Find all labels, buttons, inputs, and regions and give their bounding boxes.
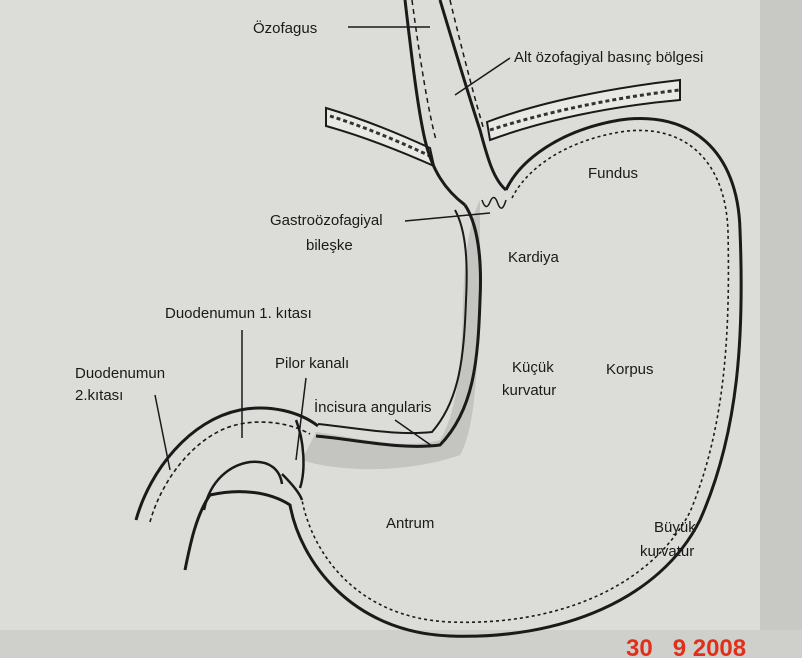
label-ge-junction-line2: bileşke [306, 237, 353, 254]
page-shadow-right [760, 0, 802, 658]
label-lesser-curvature-line1: Küçük [512, 359, 554, 376]
label-ge-junction-line1: Gastroözofagiyal [270, 212, 383, 229]
label-lower-esophageal-pressure-zone: Alt özofagiyal basınç bölgesi [514, 49, 703, 66]
label-angular-incisure: İncisura angularis [314, 398, 432, 416]
label-lesser-curvature-line2: kurvatur [502, 382, 556, 399]
label-pyloric-canal: Pilor kanalı [275, 355, 349, 372]
label-duodenum-second-line2: 2.kıtası [75, 387, 123, 404]
label-cardia: Kardiya [508, 249, 560, 266]
label-esophagus: Özofagus [253, 19, 317, 37]
label-antrum: Antrum [386, 515, 434, 532]
label-fundus: Fundus [588, 165, 638, 182]
date-stamp: 30 9 2008 [626, 635, 746, 658]
label-duodenum-second-line1: Duodenumun [75, 365, 165, 382]
label-duodenum-first: Duodenumun 1. kıtası [165, 305, 312, 322]
label-greater-curvature-line1: Büyük [654, 519, 696, 536]
label-greater-curvature-line2: kurvatur [640, 543, 694, 560]
label-corpus: Korpus [606, 361, 654, 378]
